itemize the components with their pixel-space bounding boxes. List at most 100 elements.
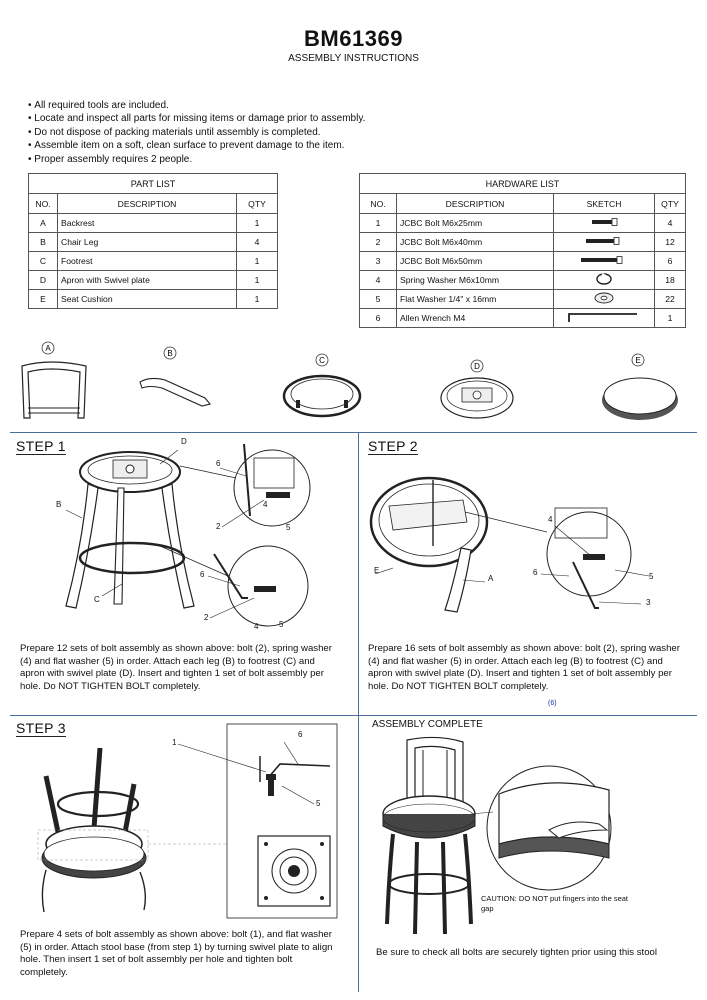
- part-qty: 1: [236, 289, 278, 309]
- note-item: Assemble item on a soft, clean surface t…: [28, 139, 365, 152]
- model-number: BM61369: [304, 26, 403, 51]
- part-no: C: [28, 251, 58, 271]
- hardware-description: Allen Wrench M4: [396, 308, 554, 328]
- hardware-description: JCBC Bolt M6x40mm: [396, 232, 554, 252]
- step3-instructions: Prepare 4 sets of bolt assembly as shown…: [20, 929, 333, 978]
- allen-wrench-icon: [553, 308, 655, 328]
- part-description: Backrest: [57, 213, 237, 233]
- step1-label-5a: 5: [286, 523, 291, 532]
- hardware-header-no: NO.: [359, 193, 397, 214]
- step1-label-b: B: [56, 500, 62, 509]
- step2-diagram: [369, 476, 650, 613]
- part-description: Chair Leg: [57, 232, 237, 252]
- part-e-label: E: [635, 356, 640, 365]
- step1-label-5b: 5: [279, 620, 284, 629]
- step1-diagram: [65, 443, 311, 627]
- note-item: Proper assembly requires 2 people.: [28, 153, 365, 166]
- page-number: (6): [548, 700, 557, 707]
- table-row: 5 Flat Washer 1/4" x 16mm 22: [359, 289, 686, 309]
- part-no: E: [28, 289, 58, 309]
- step1-label-c: C: [94, 595, 100, 604]
- part-no: D: [28, 270, 58, 290]
- hardware-qty: 12: [654, 232, 686, 252]
- hardware-description: JCBC Bolt M6x50mm: [396, 251, 554, 271]
- hardware-qty: 6: [654, 251, 686, 271]
- hardware-description: Flat Washer 1/4" x 16mm: [396, 289, 554, 309]
- table-row: 3 JCBC Bolt M6x50mm 6: [359, 251, 686, 271]
- document-subtitle: ASSEMBLY INSTRUCTIONS: [288, 53, 419, 64]
- part-description: Apron with Swivel plate: [57, 270, 237, 290]
- hardware-qty: 22: [654, 289, 686, 309]
- part-b-label: B: [167, 349, 172, 358]
- step1-label-2a: 2: [216, 522, 221, 531]
- step2-label-a: A: [488, 574, 494, 583]
- notes-list: All required tools are included. Locate …: [28, 99, 365, 166]
- assembly-complete-title: ASSEMBLY COMPLETE: [372, 719, 483, 730]
- part-a-backrest-drawing: A: [21, 341, 87, 419]
- step3-label-5: 5: [316, 799, 321, 808]
- step1-label-4b: 4: [254, 622, 259, 631]
- step2-label-3: 3: [646, 598, 651, 607]
- part-qty: 1: [236, 270, 278, 290]
- part-e-seat-cushion-drawing: E: [602, 353, 678, 420]
- flat-washer-icon: [553, 289, 655, 309]
- note-item: Do not dispose of packing materials unti…: [28, 126, 365, 139]
- table-row: 1 JCBC Bolt M6x25mm 4: [359, 213, 686, 233]
- hardware-no: 5: [359, 289, 397, 309]
- bolt-long-icon: [553, 251, 655, 271]
- bolt-short-icon: [553, 213, 655, 233]
- part-description: Footrest: [57, 251, 237, 271]
- note-item: All required tools are included.: [28, 99, 365, 112]
- table-row: 4 Spring Washer M6x10mm 18: [359, 270, 686, 290]
- part-qty: 1: [236, 213, 278, 233]
- step3-title: STEP 3: [16, 720, 66, 737]
- part-qty: 4: [236, 232, 278, 252]
- part-list-header-no: NO.: [28, 193, 58, 214]
- hardware-header-qty: QTY: [654, 193, 686, 214]
- hardware-description: JCBC Bolt M6x25mm: [396, 213, 554, 233]
- step1-label-d: D: [181, 437, 187, 446]
- part-list-caption: PART LIST: [28, 173, 278, 194]
- hardware-header-sketch: SKETCH: [553, 193, 655, 214]
- part-d-label: D: [474, 362, 480, 371]
- part-c-footrest-drawing: C: [282, 353, 362, 418]
- step1-title: STEP 1: [16, 438, 66, 455]
- step2-label-4: 4: [548, 515, 553, 524]
- step3-label-1: 1: [172, 738, 177, 747]
- part-list-header-description: DESCRIPTION: [57, 193, 237, 214]
- hardware-list-table: HARDWARE LIST NO. DESCRIPTION SKETCH QTY…: [359, 173, 686, 328]
- table-row: 6 Allen Wrench M4 1: [359, 308, 686, 328]
- step2-label-6: 6: [533, 568, 538, 577]
- part-c-label: C: [319, 356, 325, 365]
- divider: [10, 432, 697, 433]
- part-list-header-qty: QTY: [236, 193, 278, 214]
- step3-diagram: [37, 723, 338, 919]
- step2-instructions: Prepare 16 sets of bolt assembly as show…: [368, 643, 680, 692]
- bolt-medium-icon: [553, 232, 655, 252]
- hardware-list-caption: HARDWARE LIST: [359, 173, 686, 194]
- assembled-stool-drawing: [382, 736, 612, 935]
- hardware-qty: 18: [654, 270, 686, 290]
- parts-illustration-row: A B C D E: [21, 341, 678, 420]
- hardware-no: 3: [359, 251, 397, 271]
- part-a-label: A: [45, 344, 51, 353]
- part-b-chair-leg-drawing: B: [139, 346, 211, 407]
- note-item: Locate and inspect all parts for missing…: [28, 112, 365, 125]
- step3-label-6: 6: [298, 730, 303, 739]
- step1-label-6b: 6: [200, 570, 205, 579]
- step1-label-4a: 4: [263, 500, 268, 509]
- hardware-no: 6: [359, 308, 397, 328]
- hardware-description: Spring Washer M6x10mm: [396, 270, 554, 290]
- step1-instructions: Prepare 12 sets of bolt assembly as show…: [20, 643, 332, 692]
- divider: [358, 432, 359, 992]
- hardware-no: 4: [359, 270, 397, 290]
- divider: [10, 715, 697, 716]
- step2-title: STEP 2: [368, 438, 418, 455]
- caution-note: CAUTION: DO NOT put fingers into the sea…: [481, 894, 628, 913]
- step2-label-e: E: [374, 566, 380, 575]
